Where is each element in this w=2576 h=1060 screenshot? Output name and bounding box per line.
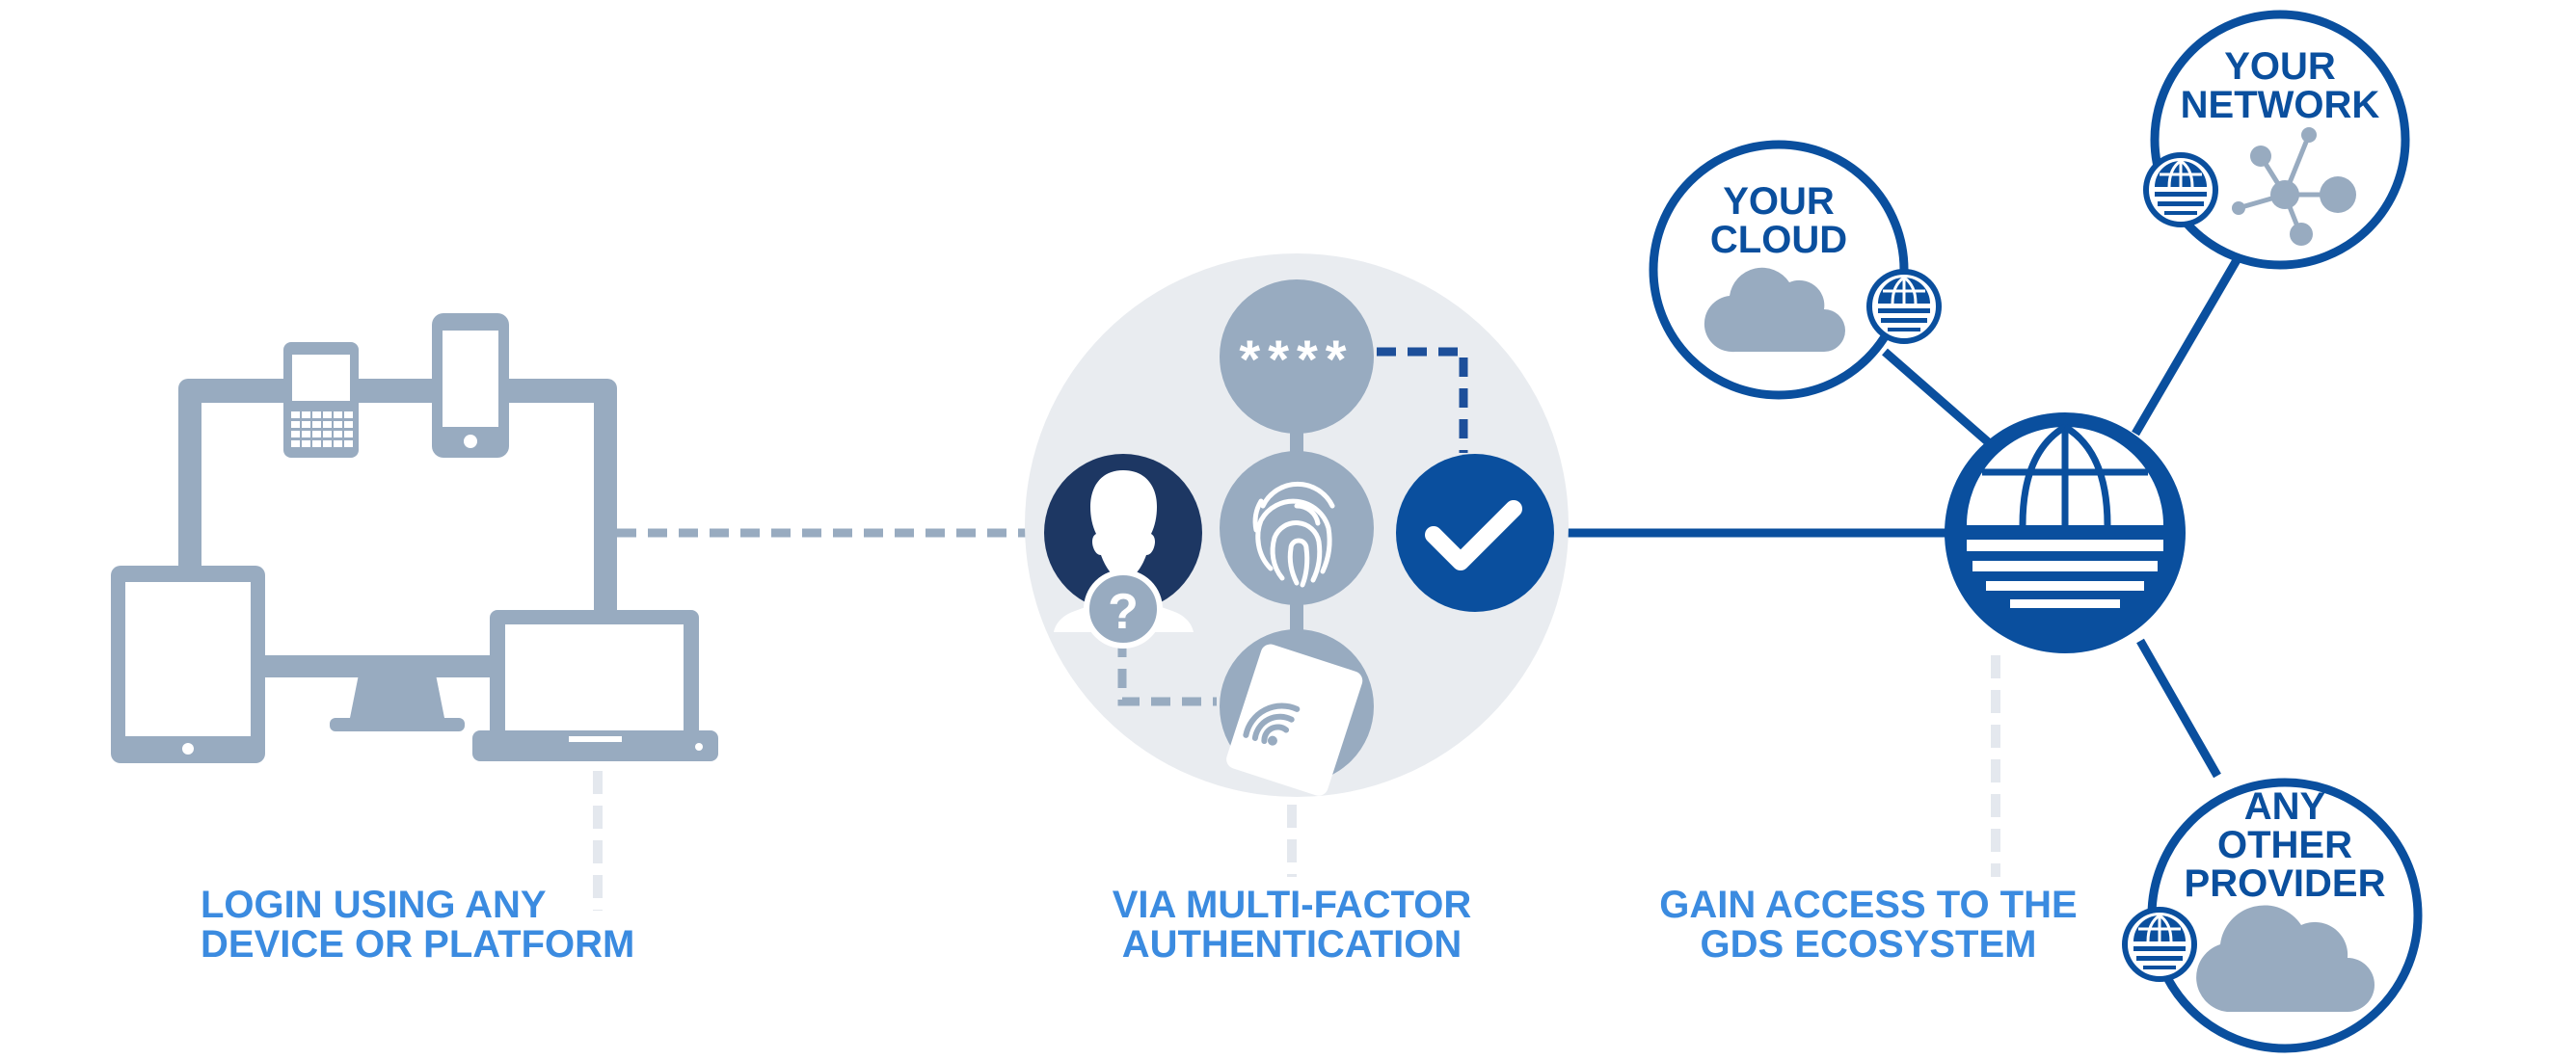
access-caption-line1: GAIN ACCESS TO THE — [1659, 884, 2077, 926]
user-avatar — [1044, 454, 1202, 632]
login-caption-line1: LOGIN USING ANY — [201, 884, 547, 926]
cloud-title-line2: CLOUD — [1710, 219, 1847, 261]
login-caption-line2: DEVICE OR PLATFORM — [201, 923, 634, 966]
mfa-caption-line1: VIA MULTI-FACTOR — [1113, 884, 1472, 926]
any-other-provider-node: ANY OTHER PROVIDER — [2122, 778, 2423, 1053]
globe-to-provider-line — [2136, 638, 2221, 779]
smartcard-icon — [1226, 644, 1363, 796]
question-to-card-dash — [1117, 638, 1217, 706]
cloud-icon — [1704, 267, 1845, 353]
provider-title-line1: ANY — [2244, 785, 2326, 828]
network-icon — [2232, 127, 2356, 246]
network-title-line1: YOUR — [2224, 45, 2336, 88]
your-cloud-node: YOUR CLOUD — [1649, 140, 1942, 400]
provider-globe-badge — [2122, 907, 2197, 982]
globe-to-network-line — [2132, 257, 2241, 437]
tablet-icon — [111, 566, 265, 763]
smartcard-factor — [1220, 629, 1374, 796]
password-mask-text: **** — [1239, 329, 1354, 389]
smartphone-icon — [432, 313, 509, 458]
keyboard-phone-icon — [283, 342, 359, 458]
mfa-cluster: **** — [1025, 253, 1569, 797]
laptop-icon — [472, 610, 718, 761]
fingerprint-icon — [1252, 482, 1335, 588]
gds-globe-hub — [1945, 412, 2186, 653]
provider-title-line3: PROVIDER — [2185, 862, 2386, 905]
password-factor: **** — [1220, 279, 1374, 434]
provider-cloud-icon — [2196, 905, 2375, 1012]
access-caption-line2: GDS ECOSYSTEM — [1701, 923, 2037, 966]
captions: LOGIN USING ANY DEVICE OR PLATFORM VIA M… — [201, 884, 2078, 966]
user-icon — [1054, 470, 1194, 632]
verified-check — [1396, 454, 1554, 612]
question-mark-text: ? — [1108, 584, 1139, 640]
globe-icon — [1967, 423, 2163, 608]
connectors — [593, 257, 2241, 911]
your-network-node: YOUR NETWORK — [2143, 10, 2410, 270]
globe-to-cloud-line — [1882, 348, 2003, 457]
mfa-caption-line2: AUTHENTICATION — [1122, 923, 1462, 966]
fingerprint-factor — [1220, 451, 1374, 605]
network-title-line2: NETWORK — [2181, 84, 2380, 126]
monitor-icon — [178, 379, 617, 731]
cloud-globe-badge — [1866, 269, 1942, 344]
provider-title-line2: OTHER — [2217, 824, 2352, 866]
check-icon — [1425, 500, 1522, 570]
network-globe-badge — [2143, 152, 2218, 227]
password-to-check-dash — [1377, 347, 1468, 453]
cloud-title-line1: YOUR — [1723, 180, 1835, 223]
devices-cluster — [111, 313, 718, 763]
unknown-user-badge: ? — [1084, 570, 1163, 649]
